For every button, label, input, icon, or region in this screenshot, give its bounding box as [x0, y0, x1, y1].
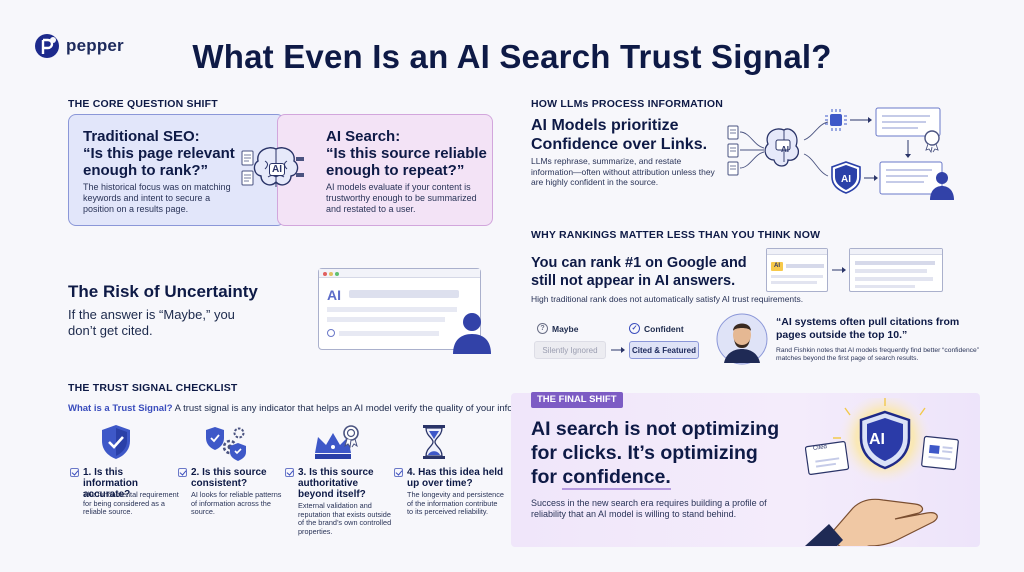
risk-title: The Risk of Uncertainty	[68, 282, 258, 301]
checkbox-icon	[285, 468, 294, 477]
arrow-right-icon	[611, 347, 625, 353]
uncertain-browser-illustration: AI	[318, 268, 481, 350]
hourglass-icon	[423, 425, 445, 459]
check-circle-icon: ✓	[629, 323, 640, 334]
final-body: Success in the new search era requires b…	[531, 498, 767, 519]
checklist-question-2: 2. Is this source consistent?	[178, 467, 288, 489]
rankings-label: WHY RANKINGS MATTER LESS THAN YOU THINK …	[531, 229, 821, 241]
checklist-desc-3: External validation and reputation that …	[298, 501, 392, 536]
seo-heading-1: Traditional SEO:	[83, 128, 200, 145]
llm-body: LLMs rephrase, summarize, and restate in…	[531, 156, 715, 187]
portrait-avatar	[716, 313, 768, 365]
final-heading: AI search is not optimizing for clicks. …	[531, 418, 780, 490]
browser-ai-label: AI	[327, 287, 341, 303]
checklist-label: THE TRUST SIGNAL CHECKLIST	[68, 382, 238, 394]
ai-heading-2: “Is this source reliable	[326, 145, 487, 162]
final-shield-icon	[859, 410, 911, 470]
answer-card-icon	[879, 161, 943, 195]
risk-text: If the answer is “Maybe,” you don’t get …	[68, 307, 235, 338]
checkbox-icon	[178, 468, 187, 477]
chart-card-icon	[921, 435, 959, 471]
result-card-icon	[875, 107, 941, 137]
llm-brain-icon	[764, 128, 800, 167]
llm-brain-label: AI	[781, 145, 789, 154]
serp-ai-label: AI	[771, 262, 783, 271]
core-shift-label: THE CORE QUESTION SHIFT	[68, 98, 218, 110]
core-brain-diagram: AI	[238, 137, 314, 203]
question-icon: ?	[537, 323, 548, 334]
checklist-desc-1: The fundamental requirement for being co…	[83, 490, 179, 516]
shields-gears-icon	[206, 427, 246, 461]
llm-heading: AI Models prioritize Confidence over Lin…	[531, 117, 708, 153]
llm-shield-label: AI	[841, 174, 851, 185]
checklist-question-1: 1. Is this information accurate?	[70, 467, 180, 500]
logo[interactable]: pepper	[34, 33, 124, 59]
cited-featured-pill: Cited & Featured	[629, 341, 699, 359]
quote-text: “AI systems often pull citations from pa…	[776, 316, 960, 341]
checklist-desc-4: The longevity and persistence of the inf…	[407, 490, 504, 516]
quote-source: Rand Fishkin notes that AI models freque…	[776, 347, 979, 362]
document-stack-icon	[727, 125, 739, 176]
rankings-heading: You can rank #1 on Google and still not …	[531, 255, 747, 289]
chip-icon	[825, 109, 847, 131]
user-avatar-icon	[453, 313, 491, 354]
ai-body: AI models evaluate if your content is tr…	[326, 182, 477, 214]
crown-badge-icon	[315, 425, 359, 459]
seo-heading-2: “Is this page relevant	[83, 145, 235, 162]
rankings-body: High traditional rank does not automatic…	[531, 294, 804, 304]
checklist-question-4: 4. Has this idea held up over time?	[394, 467, 504, 489]
core-brain-label: AI	[269, 163, 285, 176]
page-title: What Even Is an AI Search Trust Signal?	[192, 38, 832, 75]
user-icon	[930, 172, 954, 200]
seo-heading-3: enough to rank?”	[83, 162, 208, 179]
final-shield-label: AI	[869, 431, 885, 448]
checklist-question-3: 3. Is this source authoritative beyond i…	[285, 467, 395, 500]
checkbox-icon	[70, 468, 79, 477]
logo-text: pepper	[66, 36, 124, 55]
ai-search-panel: AI Search: “Is this source reliable enou…	[277, 114, 493, 226]
certificate-badge-icon	[924, 130, 940, 154]
serp-thumbnail: AI	[766, 248, 828, 292]
llm-label: HOW LLMs PROCESS INFORMATION	[531, 98, 724, 110]
arrow-right-icon	[832, 267, 846, 273]
checklist-desc-2: AI looks for reliable patterns of inform…	[191, 490, 282, 516]
cited-card-icon	[805, 441, 850, 475]
llm-shield-icon	[831, 161, 861, 194]
hand-icon	[805, 498, 938, 546]
checkbox-icon	[394, 468, 403, 477]
silently-ignored-pill: Silently Ignored	[534, 341, 606, 359]
checklist-intro: What is a Trust Signal? A trust signal i…	[68, 403, 547, 414]
ai-heading-3: enough to repeat?”	[326, 162, 465, 179]
browser-titlebar	[319, 269, 480, 278]
ai-heading-1: AI Search:	[326, 128, 401, 145]
pepper-logo-icon	[35, 34, 59, 58]
llm-process-diagram	[727, 107, 954, 200]
seo-body: The historical focus was on matching key…	[83, 182, 231, 214]
ai-answer-thumbnail	[849, 248, 943, 292]
final-shift-tag: THE FINAL SHIFT	[531, 392, 623, 408]
state-confident: ✓ Confident	[629, 323, 684, 334]
shield-check-icon	[102, 425, 130, 459]
globe-icon	[327, 329, 335, 337]
hand-shield-illustration	[805, 398, 959, 546]
state-maybe: ? Maybe	[537, 323, 578, 334]
traditional-seo-panel: Traditional SEO: “Is this page relevant …	[68, 114, 285, 226]
